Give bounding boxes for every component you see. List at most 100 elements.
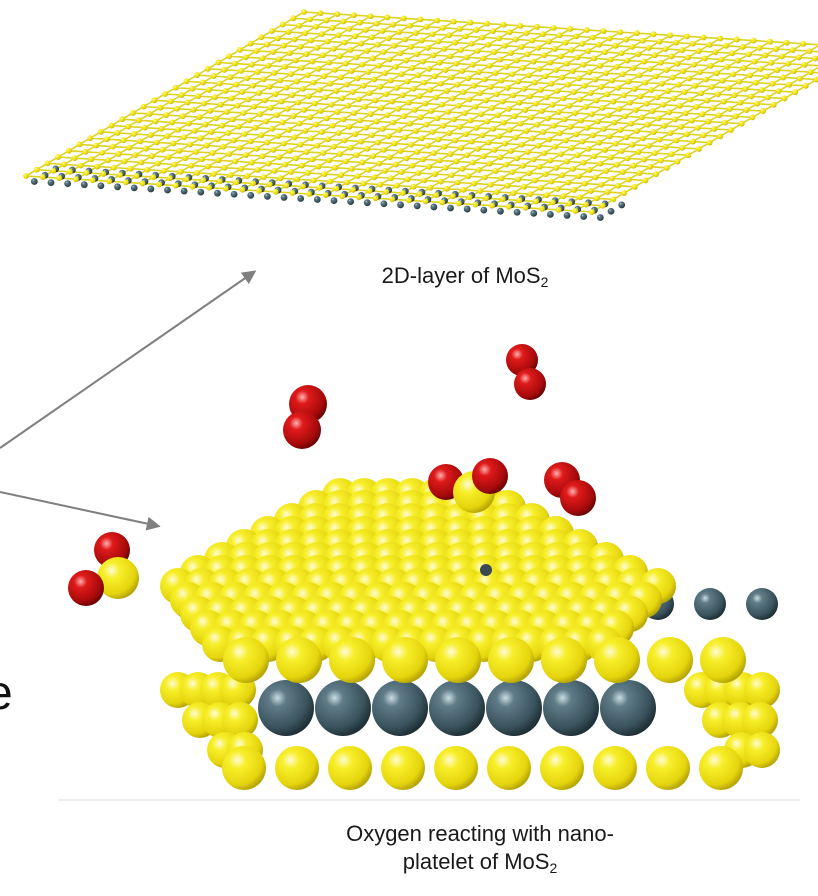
- sulfur-atom: [403, 155, 410, 162]
- sulfur-atom: [325, 136, 331, 143]
- sulfur-atom: [806, 48, 813, 55]
- sulfur-atom: [297, 43, 304, 50]
- sulfur-atom: [770, 101, 777, 108]
- sulfur-atom: [598, 83, 605, 90]
- sulfur-atom: [364, 145, 371, 152]
- sulfur-atom: [238, 165, 245, 172]
- molybdenum-atom: [263, 192, 271, 200]
- sulfur-atom: [714, 91, 721, 98]
- sulfur-atom: [344, 179, 350, 186]
- sulfur-atom: [704, 97, 711, 104]
- sulfur-atom: [741, 65, 747, 71]
- sulfur-atom: [394, 182, 400, 189]
- sulfur-oxide-molecule: [68, 532, 139, 606]
- sulfur-atom: [749, 114, 756, 121]
- sulfur-atom: [368, 34, 375, 41]
- sulfur-atom: [271, 167, 278, 174]
- sulfur-atom: [232, 60, 239, 67]
- molybdenum-atom: [247, 191, 255, 199]
- sulfur-atom: [462, 131, 469, 137]
- sulfur-atom: [695, 48, 702, 54]
- sulfur-atom: [655, 115, 662, 122]
- sulfur-atom: [126, 144, 133, 151]
- sulfur-atom: [264, 41, 271, 48]
- sulfur-atom: [190, 106, 197, 113]
- sulfur-atom: [617, 29, 624, 36]
- sulfur-atom: [490, 28, 496, 34]
- sulfur-atom: [604, 189, 611, 195]
- sulfur-oxide-molecule: [428, 458, 508, 513]
- sulfur-atom: [697, 69, 703, 76]
- sulfur-atom: [526, 170, 532, 176]
- sulfur-atom: [260, 174, 267, 181]
- sulfur-atom: [130, 110, 136, 116]
- sulfur-atom: [451, 116, 457, 123]
- sulfur-atom: [210, 171, 217, 177]
- sulfur-atom: [472, 103, 479, 110]
- sulfur-atom: [467, 117, 474, 124]
- sulfur-atom: [762, 52, 769, 59]
- sulfur-atom: [223, 109, 230, 115]
- sulfur-atom: [550, 122, 557, 129]
- sulfur-atom: [390, 21, 397, 28]
- sulfur-atom: [259, 55, 266, 62]
- sulfur-atom: [109, 143, 116, 150]
- sulfur-atom: [125, 123, 132, 130]
- sulfur-atom: [443, 88, 450, 94]
- molybdenum-atom: [694, 588, 726, 620]
- sulfur-atom: [645, 45, 652, 51]
- sulfur-atom: [266, 181, 273, 188]
- sulfur-atom: [524, 51, 531, 58]
- sulfur-atom: [39, 174, 46, 180]
- molybdenum-atom: [147, 185, 155, 193]
- sulfur-atom: [248, 159, 255, 166]
- sulfur-atom: [610, 98, 617, 105]
- sulfur-atom: [449, 193, 456, 200]
- sulfur-atom: [131, 131, 138, 137]
- sulfur-atom: [332, 66, 338, 73]
- sulfur-atom: [465, 173, 472, 180]
- sulfur-atom: [531, 177, 538, 184]
- sulfur-atom: [393, 84, 400, 91]
- sulfur-atom: [464, 54, 470, 61]
- platelet-caption: Oxygen reacting with nano- platelet of M…: [230, 820, 730, 876]
- sulfur-atom: [667, 130, 674, 137]
- sulfur-atom: [319, 129, 325, 135]
- sulfur-atom: [475, 69, 482, 75]
- sulfur-atom: [624, 155, 631, 162]
- sulfur-atom: [592, 174, 599, 181]
- sulfur-atom: [429, 129, 436, 135]
- sulfur-atom: [648, 87, 655, 93]
- sulfur-atom: [489, 202, 496, 209]
- sulfur-atom: [498, 77, 505, 84]
- sulfur-atom: [303, 51, 310, 57]
- sulfur-atom: [233, 179, 240, 186]
- sulfur-atom: [320, 52, 326, 59]
- sulfur-atom: [194, 170, 201, 176]
- oxygen-atom: [472, 458, 508, 494]
- sulfur-atom: [448, 172, 455, 179]
- sulfur-atom: [716, 112, 722, 119]
- sulfur-atom: [87, 135, 94, 142]
- sulfur-atom: [471, 82, 478, 89]
- sulfur-atom: [400, 15, 407, 22]
- sulfur-atom: [67, 168, 73, 175]
- sulfur-atom: [566, 102, 573, 109]
- sulfur-atom: [316, 184, 323, 191]
- sulfur-atom: [483, 195, 490, 202]
- sulfur-atom: [348, 165, 355, 172]
- sulfur-atom: [638, 114, 645, 121]
- sulfur-atom: [381, 746, 425, 790]
- sulfur-atom: [284, 105, 291, 112]
- sulfur-atom: [558, 151, 564, 158]
- sulfur-atom: [244, 173, 251, 179]
- sulfur-atom: [512, 134, 519, 141]
- sulfur-atom: [468, 138, 475, 145]
- sulfur-atom: [188, 162, 195, 169]
- sulfur-atom: [357, 117, 363, 124]
- sulfur-atom: [226, 151, 233, 157]
- sulfur-atom: [580, 159, 587, 166]
- sulfur-atom: [332, 164, 339, 171]
- sulfur-atom: [527, 93, 533, 100]
- sulfur-atom: [321, 73, 328, 80]
